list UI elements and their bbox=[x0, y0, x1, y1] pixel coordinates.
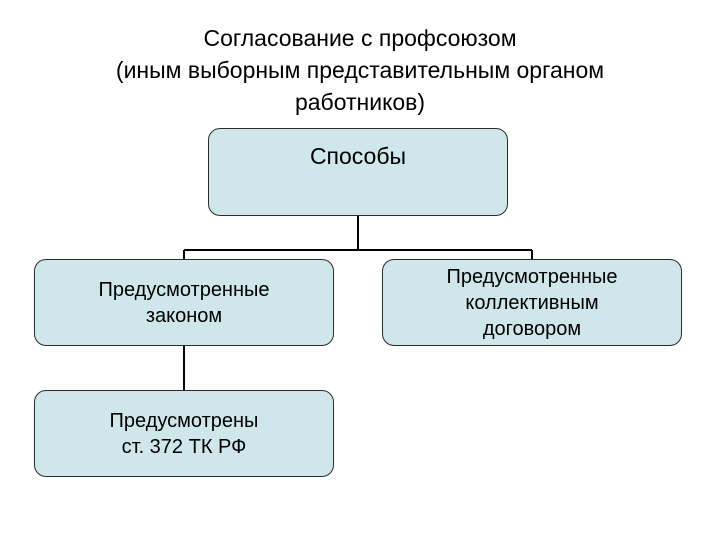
title-line-2: (иным выборным представительным органом bbox=[115, 57, 605, 83]
node-article-line-2: ст. 372 ТК РФ bbox=[121, 435, 247, 458]
node-collective-line-2: коллективным bbox=[465, 291, 599, 314]
diagram-title: Согласование с профсоюзом (иным выборным… bbox=[60, 22, 660, 118]
title-line-3: работников) bbox=[294, 89, 426, 115]
node-methods: Способы bbox=[208, 128, 508, 216]
title-line-1: Согласование с профсоюзом bbox=[203, 25, 517, 51]
node-methods-label: Способы bbox=[309, 143, 407, 169]
node-article-372: Предусмотрены ст. 372 ТК РФ bbox=[34, 390, 334, 477]
node-by-law-line-1: Предусмотренные bbox=[98, 278, 270, 301]
node-collective-line-1: Предусмотренные bbox=[446, 265, 618, 288]
node-collective-line-3: договором bbox=[482, 317, 582, 340]
node-by-law: Предусмотренные законом bbox=[34, 259, 334, 346]
node-by-law-line-2: законом bbox=[145, 304, 223, 327]
node-article-line-1: Предусмотрены bbox=[109, 409, 259, 432]
node-collective-agreement: Предусмотренные коллективным договором bbox=[382, 259, 682, 346]
